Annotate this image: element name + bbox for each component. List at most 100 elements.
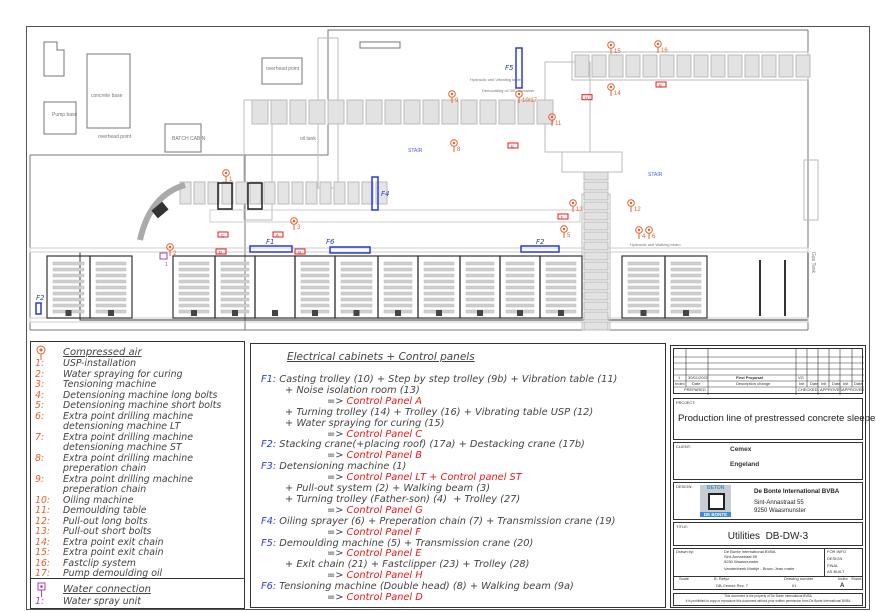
casting-segment	[291, 181, 304, 205]
control-panel-label: F	[561, 214, 564, 219]
mould-segment	[365, 99, 383, 125]
electrical-title: Electrical cabinets + Control panels	[287, 351, 475, 363]
casting-segment	[207, 181, 220, 205]
storage-bay	[621, 255, 666, 319]
cabinet-id: F5:	[261, 537, 277, 549]
compressed-air-point: 3	[290, 217, 301, 231]
drawing-frame	[26, 26, 870, 610]
cabinet-label: F1	[266, 238, 274, 246]
line-text: =>	[327, 450, 347, 462]
casting-segment	[193, 181, 206, 205]
air-point-number: 13	[576, 207, 583, 213]
exit-chain-segment	[574, 54, 590, 78]
exit-chain-segment	[676, 54, 692, 78]
cabinet-id: F3:	[261, 461, 277, 473]
item-text: Extra point exit chain	[63, 547, 164, 558]
casting-segment	[277, 181, 290, 205]
mould-segment	[460, 99, 478, 125]
control-panel-c: C	[217, 231, 229, 238]
cabinet-f5	[515, 47, 523, 89]
company-address: Sint-Annastraat 55	[754, 500, 804, 506]
water-connection-icon	[159, 252, 168, 260]
turning-trolley	[217, 182, 233, 210]
item-text: Extra point exit chain	[63, 536, 164, 548]
status-as-built: AS BUILT	[827, 569, 845, 574]
rev-header: Description change	[736, 381, 771, 386]
storage-bays	[46, 255, 786, 319]
cabinet-id: F6:	[261, 581, 277, 593]
floor-plan: concrete base Pump base overhead point o…	[29, 29, 819, 331]
legend-air-item: detensioning machine ST	[35, 443, 182, 453]
item-number: 1:	[35, 358, 45, 369]
legend-air-item: detensioning machine LT	[35, 422, 180, 432]
mould-segment	[327, 99, 345, 125]
item-text: Demoulding table	[63, 505, 147, 516]
legend-air-item: 8:Extra point drilling machine	[35, 452, 194, 464]
line-text: + Pull-out system (2) + Walking beam (3)	[285, 483, 491, 494]
compressed-air-icon	[36, 345, 46, 360]
cabinet-f2-left	[35, 302, 42, 315]
status-design: DESIGN	[827, 556, 843, 561]
control-panel-label: H	[585, 95, 588, 100]
cabinet-f1	[249, 245, 293, 253]
item-text: Extra point drilling machine	[63, 452, 194, 464]
concrete-base	[86, 53, 131, 129]
control-panel-label: E	[511, 143, 514, 148]
company-logo: BETON DE BONTE	[700, 485, 731, 517]
chain-segment	[583, 251, 609, 261]
label-overhead-point: overhead point	[266, 66, 300, 72]
storage-bay	[334, 255, 379, 319]
drawing-number-label: Drawing number	[784, 576, 814, 581]
client-country: Engeland	[730, 461, 760, 468]
storage-bay	[664, 255, 708, 319]
control-panel-e: E	[507, 142, 519, 149]
cabinet-label: F5	[505, 64, 514, 72]
control-panel-ref: Control Panel H	[346, 570, 423, 582]
item-text: Extra point drilling machine	[63, 410, 194, 422]
title-section: TITLE: Utilities DB-DW-3	[673, 522, 863, 546]
compressed-air-point: 5	[560, 225, 571, 239]
legend-air-item: 13:Pull-out short bolts	[35, 527, 151, 537]
chain-segment	[583, 171, 609, 181]
legend-air-item: 15:Extra point exit chain	[35, 548, 164, 558]
chain-segment	[583, 261, 609, 271]
item-text: preperation chain	[63, 484, 147, 495]
item-number: 11:	[35, 505, 51, 516]
compressed-air-point: 15	[607, 41, 621, 55]
item-text: detensioning machine ST	[63, 442, 182, 453]
control-panel-label: A	[276, 232, 279, 237]
line-text: =>	[327, 570, 347, 582]
mould-segment	[422, 99, 440, 125]
electrical-line: F5: Demoulding machine (5) + Transmissio…	[261, 538, 533, 549]
index-label: Index	[838, 576, 848, 581]
air-point-number: 1	[229, 177, 233, 183]
line-text: Stacking crane(+placing roof) (17a) + De…	[279, 439, 585, 451]
electrical-line: => Control Panel E	[327, 548, 421, 559]
label-pump-base: Pump base	[52, 112, 78, 118]
item-number: 2:	[35, 368, 45, 380]
control-panel-f: F	[557, 213, 569, 220]
legend-water-item: 1:Water spray unit	[35, 597, 141, 607]
legend-air-item: 2:Water spraying for curing	[35, 368, 183, 380]
line-text: =>	[327, 428, 347, 440]
control-panel-ref: Control Panel LT + Control panel ST	[346, 472, 522, 484]
legend-air-item: 12:Pull-out long bolts	[35, 516, 148, 527]
rev-header: Init	[821, 381, 827, 386]
casting-segment	[221, 181, 234, 205]
label-hydraulic-unit: Hydraulic unit Walking beam	[630, 242, 681, 247]
drawing-info: Drawn by: De Bonte International BVBA Si…	[673, 548, 863, 590]
rev-header: Date	[854, 381, 863, 386]
electrical-line: F2: Stacking crane(+placing roof) (17a) …	[261, 439, 585, 450]
casting-segment	[249, 181, 262, 205]
mould-segment	[479, 99, 497, 125]
scale-label: Scale	[679, 576, 690, 581]
legend-air-item: 14:Extra point exit chain	[35, 536, 164, 548]
control-panel-ref: Control Panel C	[346, 428, 423, 440]
legend-air-item: 10:Oiling machine	[35, 495, 133, 506]
electrical-line: + Water spraying for curing (15)	[285, 418, 445, 429]
drawn-by-label: Drawn by:	[676, 549, 695, 554]
water-point-label: 1	[165, 262, 168, 268]
line-text: =>	[327, 472, 347, 484]
storage-bay	[459, 255, 501, 319]
exit-chain-segment	[591, 54, 607, 78]
